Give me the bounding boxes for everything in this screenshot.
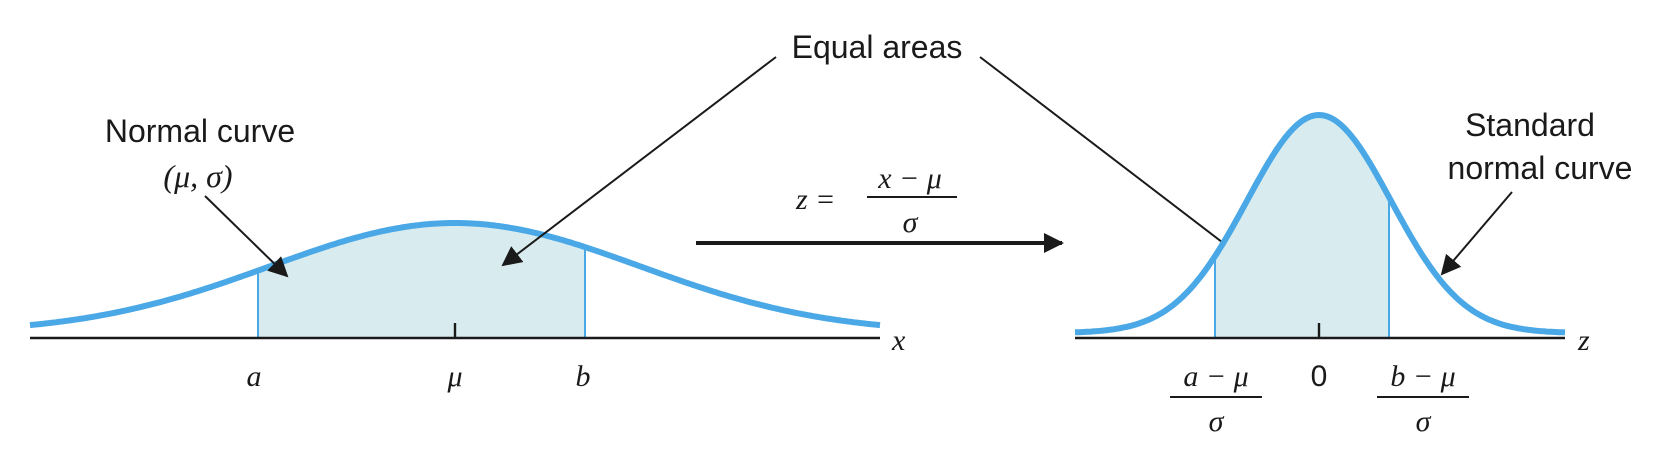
standardization-formula: z = x − μ σ	[696, 162, 1064, 253]
normal-curve	[29, 220, 881, 329]
standard-label-line2: normal curve	[1448, 150, 1633, 186]
equal-areas-text: Equal areas	[792, 29, 963, 65]
z-axis-variable: z	[1577, 324, 1590, 357]
standard-normal-arrow	[1440, 191, 1513, 276]
x-axis-variable: x	[891, 324, 906, 357]
tick-label-mu: μ	[446, 360, 462, 393]
standard-label-line1: Standard	[1465, 107, 1595, 143]
tick-label-right-numerator: b − μ	[1390, 360, 1455, 393]
standard-normal-panel: z a − μ σ 0 b − μ σ	[1074, 112, 1590, 438]
tick-label-a: a	[247, 360, 262, 393]
tick-label-left-denominator: σ	[1209, 405, 1225, 438]
formula-denominator: σ	[903, 206, 919, 239]
tick-label-left-numerator: a − μ	[1183, 360, 1248, 393]
formula-lhs: z =	[795, 183, 835, 216]
equal-areas-arrow-left	[501, 56, 777, 267]
normal-curve-params: (μ, σ)	[163, 158, 232, 194]
equal-areas-label: Equal areas	[501, 29, 1254, 267]
tick-label-right-denominator: σ	[1416, 405, 1432, 438]
tick-label-zero: 0	[1311, 360, 1328, 393]
standard-normal-curve	[1074, 112, 1566, 336]
right-shaded-area	[1215, 115, 1389, 338]
left-normal-panel: x a μ b	[29, 220, 906, 393]
equal-areas-arrow-right	[979, 56, 1254, 267]
normal-curve-label: Normal curve (μ, σ)	[105, 113, 295, 278]
formula-numerator: x − μ	[877, 162, 942, 195]
tick-label-b: b	[576, 360, 591, 393]
normal-curve-arrow	[204, 195, 289, 278]
normal-curve-title: Normal curve	[105, 113, 295, 149]
standard-normal-label: Standard normal curve	[1440, 107, 1633, 276]
